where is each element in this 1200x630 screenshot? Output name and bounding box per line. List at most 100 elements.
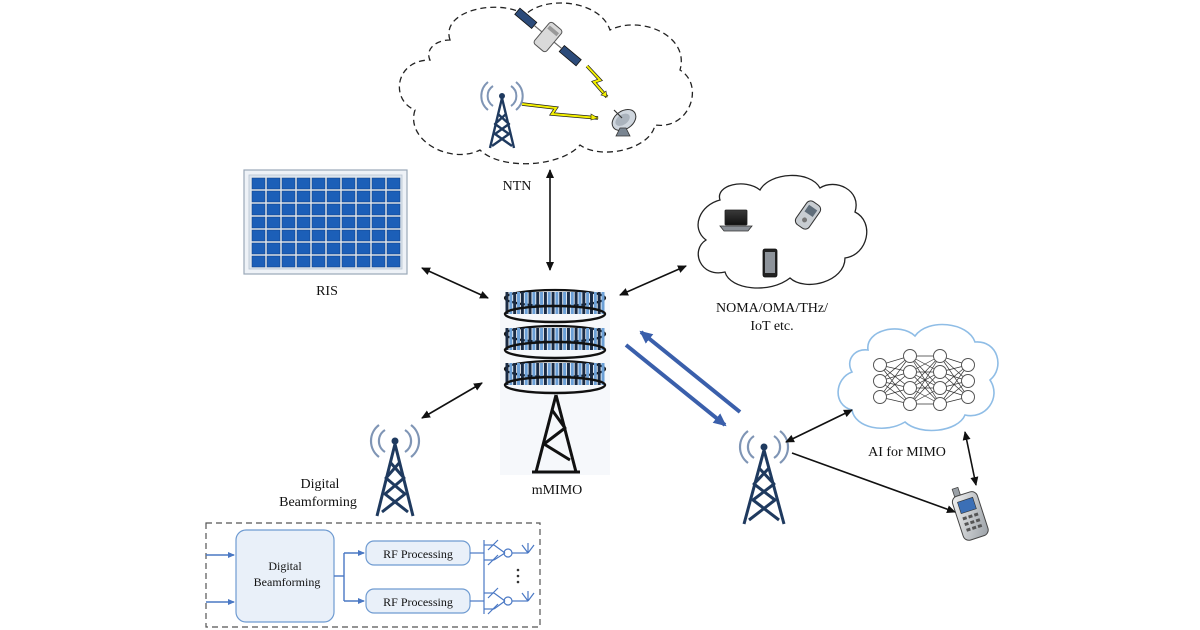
arrow-ai-handset [962,431,979,486]
ris-element [356,177,371,190]
digital-bf-label-line1: Digital [301,477,340,492]
rf-processing-top: RF Processing [383,547,453,561]
ris-element [356,203,371,216]
blue-arrow-down [624,343,727,427]
ris-element [326,255,341,268]
blue-link-arrows [624,330,742,427]
antenna-ring [503,359,607,395]
neuron [873,358,887,372]
neuron [933,349,947,363]
ris-element [386,177,401,190]
ris-element [296,177,311,190]
arrow-tower-handset [791,452,956,514]
ris-element [311,229,326,242]
ris-element [296,216,311,229]
ris-element [341,216,356,229]
laptop-icon [719,209,753,232]
ris-element [311,203,326,216]
neuron [873,374,887,388]
ris-element [281,177,296,190]
ris-element [371,255,386,268]
block-main-line1: Digital [268,559,302,573]
neuron [933,397,947,411]
ris-element [356,242,371,255]
ris-element [386,190,401,203]
arrow-tower-ai [785,409,853,443]
ris-element [341,255,356,268]
ris-element [326,190,341,203]
neuron [903,365,917,379]
blue-arrow-up [639,330,742,414]
arrow-ris-mmimo [421,267,489,299]
antenna-ring [503,324,607,360]
ris-element [326,229,341,242]
neuron [903,349,917,363]
ris-element [251,255,266,268]
ris-element [266,190,281,203]
ris-label: RIS [316,284,338,299]
ris-element [251,177,266,190]
neuron [961,358,975,372]
ntn-tower-icon [480,81,524,149]
ris-element [281,255,296,268]
handheld-phone-icon [951,486,989,541]
beamforming-tower-icon [369,424,421,517]
ris-element [341,190,356,203]
right-tower-icon [738,430,790,525]
neuron [961,390,975,404]
ris-element [266,255,281,268]
block-main-line2: Beamforming [254,575,321,589]
ris-element [311,190,326,203]
ntn-cloud [398,2,694,165]
beamforming-block-diagram: Digital Beamforming RF Processing RF Pro… [205,522,541,628]
ris-panel [243,169,408,275]
ris-element [341,242,356,255]
ris-element [311,177,326,190]
ris-element [386,229,401,242]
ris-element [311,242,326,255]
ris-element [386,255,401,268]
ris-element [371,177,386,190]
neural-network-icon [873,349,975,411]
neuron [903,397,917,411]
noma-label-line1: NOMA/OMA/THz/ [716,301,828,316]
neuron [933,381,947,395]
ntn-label: NTN [503,179,532,194]
ris-element [266,216,281,229]
ris-element [266,203,281,216]
ris-element [341,229,356,242]
lightning-bolt-ground [521,102,599,121]
ris-element [371,242,386,255]
ris-element [296,203,311,216]
ris-element [326,242,341,255]
phone-icon [794,200,822,230]
device-cloud [697,174,868,289]
ris-element [326,177,341,190]
neuron [903,381,917,395]
ris-element [311,255,326,268]
ris-element [266,229,281,242]
ai-label: AI for MIMO [868,445,946,460]
ris-element [281,203,296,216]
ris-element [296,255,311,268]
ris-element [281,229,296,242]
ris-element [296,190,311,203]
ris-element [386,216,401,229]
ris-element [326,203,341,216]
dish-icon [611,109,637,137]
neural-network-cloud [837,323,999,432]
ris-element [386,242,401,255]
mmimo-antenna-array [500,288,610,475]
ris-element [356,229,371,242]
ris-element [356,216,371,229]
ris-element [356,255,371,268]
ris-element [251,190,266,203]
ris-element [326,216,341,229]
connection-arrows [421,169,979,514]
noma-label-line2: IoT etc. [750,319,793,334]
rf-processing-bottom: RF Processing [383,595,453,609]
ris-element [371,190,386,203]
antenna-ring [503,288,607,324]
ris-element [251,203,266,216]
